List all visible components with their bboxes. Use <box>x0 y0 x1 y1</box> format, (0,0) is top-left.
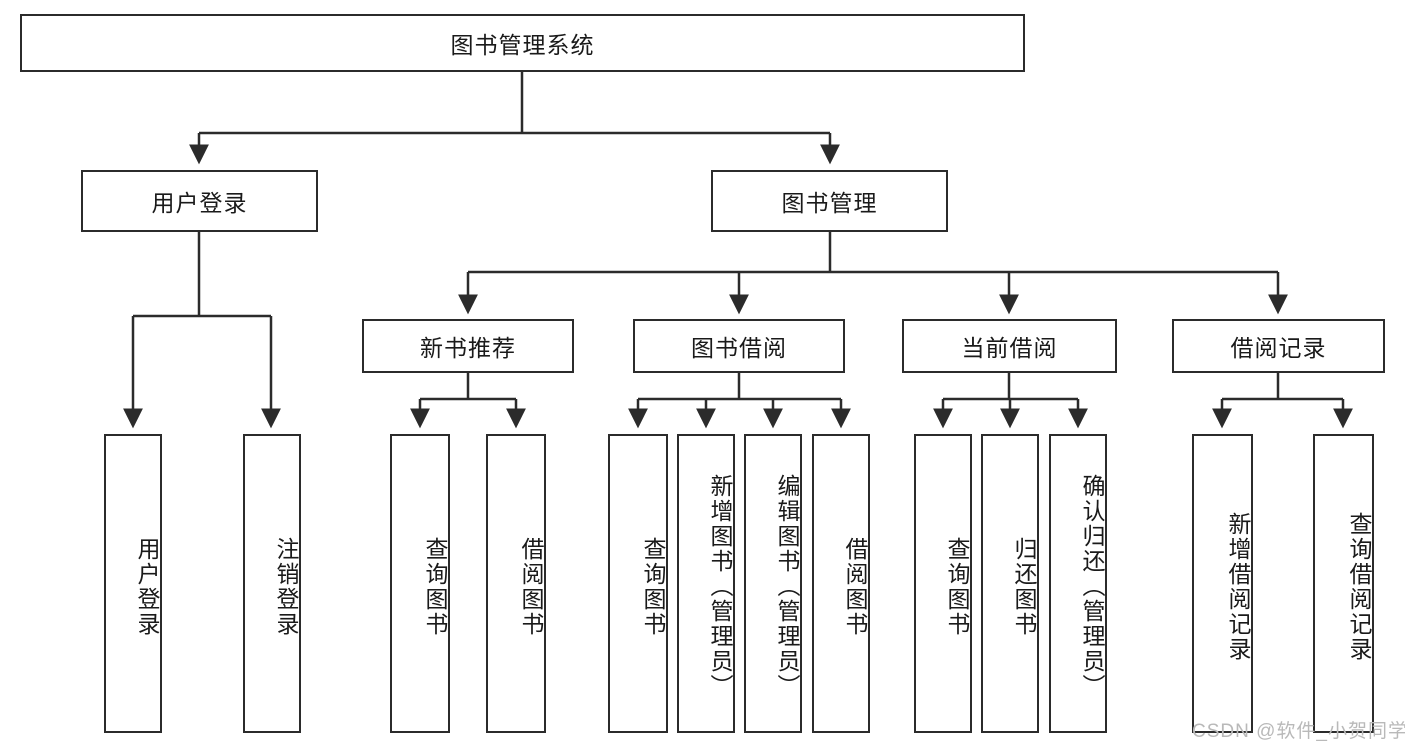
node-book-manage-label: 图书管理 <box>781 190 878 216</box>
csdn-watermark: CSDN @软件_小贺同学 <box>1192 721 1405 742</box>
node-borrow-record[interactable]: 借阅记录 <box>1172 319 1385 373</box>
node-leaf-return-book[interactable]: 归还图书 <box>981 434 1039 733</box>
node-leaf-add-record-label: 新增借阅记录 <box>1225 511 1251 662</box>
node-new-book-recommend-label: 新书推荐 <box>420 335 516 361</box>
node-leaf-add-book-label: 新增图书（管理员） <box>707 474 733 699</box>
node-user-login-label: 用户登录 <box>151 190 248 216</box>
node-leaf-confirm-return[interactable]: 确认归还（管理员） <box>1049 434 1107 733</box>
node-root[interactable]: 图书管理系统 <box>20 14 1025 72</box>
node-leaf-user-login-label: 用户登录 <box>134 536 160 637</box>
node-leaf-borrow-book-2-label: 借阅图书 <box>842 536 868 637</box>
node-leaf-query-book-3-label: 查询图书 <box>944 536 970 637</box>
node-leaf-user-login[interactable]: 用户登录 <box>104 434 162 733</box>
node-leaf-borrow-book-1-label: 借阅图书 <box>518 536 544 637</box>
node-leaf-query-book-1[interactable]: 查询图书 <box>390 434 450 733</box>
node-leaf-query-record-label: 查询借阅记录 <box>1346 511 1372 662</box>
node-leaf-query-book-3[interactable]: 查询图书 <box>914 434 972 733</box>
node-leaf-logout-login-label: 注销登录 <box>273 536 299 637</box>
node-leaf-borrow-book-2[interactable]: 借阅图书 <box>812 434 870 733</box>
node-leaf-edit-book-label: 编辑图书（管理员） <box>774 474 800 699</box>
node-leaf-add-record[interactable]: 新增借阅记录 <box>1192 434 1253 733</box>
node-book-borrow-label: 图书借阅 <box>691 335 787 361</box>
node-user-login[interactable]: 用户登录 <box>81 170 318 232</box>
node-leaf-query-book-2-label: 查询图书 <box>640 536 666 637</box>
node-current-borrow[interactable]: 当前借阅 <box>902 319 1117 373</box>
node-leaf-query-book-2[interactable]: 查询图书 <box>608 434 668 733</box>
node-leaf-query-record[interactable]: 查询借阅记录 <box>1313 434 1374 733</box>
node-leaf-logout-login[interactable]: 注销登录 <box>243 434 301 733</box>
node-book-manage[interactable]: 图书管理 <box>711 170 948 232</box>
node-leaf-return-book-label: 归还图书 <box>1011 536 1037 637</box>
node-new-book-recommend[interactable]: 新书推荐 <box>362 319 574 373</box>
node-leaf-edit-book[interactable]: 编辑图书（管理员） <box>744 434 802 733</box>
node-current-borrow-label: 当前借阅 <box>961 335 1058 361</box>
node-book-borrow[interactable]: 图书借阅 <box>633 319 845 373</box>
node-leaf-add-book[interactable]: 新增图书（管理员） <box>677 434 735 733</box>
node-root-label: 图书管理系统 <box>450 32 595 58</box>
node-leaf-query-book-1-label: 查询图书 <box>422 536 448 637</box>
node-borrow-record-label: 借阅记录 <box>1230 335 1327 361</box>
node-leaf-borrow-book-1[interactable]: 借阅图书 <box>486 434 546 733</box>
node-leaf-confirm-return-label: 确认归还（管理员） <box>1079 474 1105 699</box>
